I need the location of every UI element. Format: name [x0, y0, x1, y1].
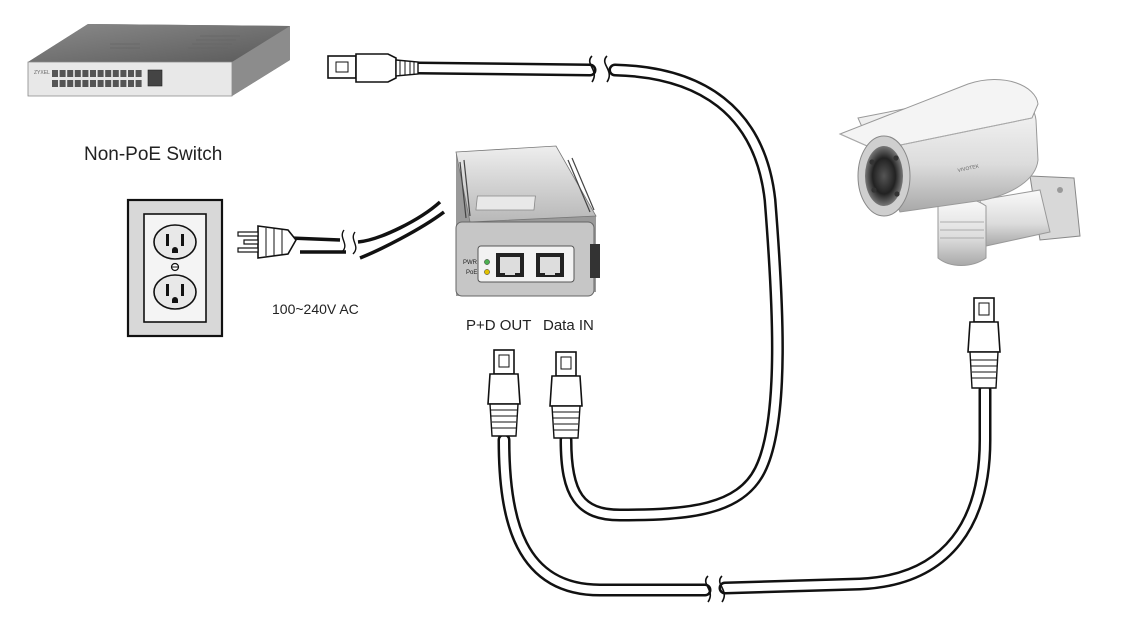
switch-port: [105, 80, 112, 87]
camera-mount: [937, 175, 1081, 266]
switch-port: [74, 70, 81, 77]
poe-injector-icon: PWR PoE: [455, 145, 600, 297]
switch-port: [120, 70, 127, 77]
led-poe-indicator: [484, 269, 490, 275]
rj45-port-pd-out: [496, 253, 524, 277]
data-in-label: Data IN: [543, 317, 594, 334]
rj45-connector-camera: [967, 297, 1001, 389]
switch-port: [90, 80, 96, 87]
power-plug-icon: [237, 225, 297, 259]
wall-outlet-icon: [126, 198, 224, 338]
cable-pd-out-to-camera: [497, 383, 992, 597]
switch-port: [112, 70, 119, 77]
rj45-connector-switch: [327, 53, 419, 83]
switch-port: [120, 80, 127, 87]
led-pwr-indicator: [484, 259, 490, 265]
switch-port: [112, 80, 119, 87]
switch-port: [97, 80, 104, 87]
switch-port: [52, 70, 58, 77]
rj45-connector-data-in: [549, 351, 583, 439]
switch-power-socket: [147, 69, 163, 87]
cable-switch-to-data-in: [411, 61, 784, 522]
camera-lens: [865, 146, 903, 206]
rj45-connector-pd-out: [487, 349, 521, 437]
switch-brand: ZYXEL: [34, 70, 50, 76]
switch-port: [67, 80, 74, 87]
led-pwr-label: PWR: [463, 260, 478, 266]
switch-port: [105, 70, 112, 77]
cable-break-switch: [588, 55, 611, 83]
outlet-receptacle-bottom: [153, 274, 197, 310]
switch-port: [82, 80, 89, 87]
cable-break-camera: [704, 575, 726, 603]
switch-port: [82, 70, 89, 77]
switch-port: [67, 70, 74, 77]
network-switch-icon: ZYXEL: [27, 24, 290, 97]
switch-label: Non-PoE Switch: [84, 144, 222, 165]
outlet-receptacle-top: [153, 224, 197, 260]
pd-out-label: P+D OUT: [466, 317, 531, 334]
ac-voltage-label: 100~240V AC: [272, 301, 359, 317]
power-cord: [289, 200, 446, 260]
switch-port: [74, 80, 81, 87]
bullet-camera-icon: VIVOTEK: [838, 79, 1081, 266]
camera-brand: VIVOTEK: [957, 163, 980, 174]
switch-ports: [52, 70, 142, 87]
switch-port: [59, 70, 66, 77]
rj45-port-data-in: [536, 253, 564, 277]
switch-port: [59, 80, 66, 87]
switch-port: [128, 80, 134, 87]
switch-port: [90, 70, 96, 77]
switch-port: [52, 80, 58, 87]
switch-port: [135, 80, 142, 87]
switch-port: [97, 70, 104, 77]
switch-port: [128, 70, 134, 77]
led-poe-label: PoE: [466, 270, 477, 276]
switch-port: [135, 70, 142, 77]
